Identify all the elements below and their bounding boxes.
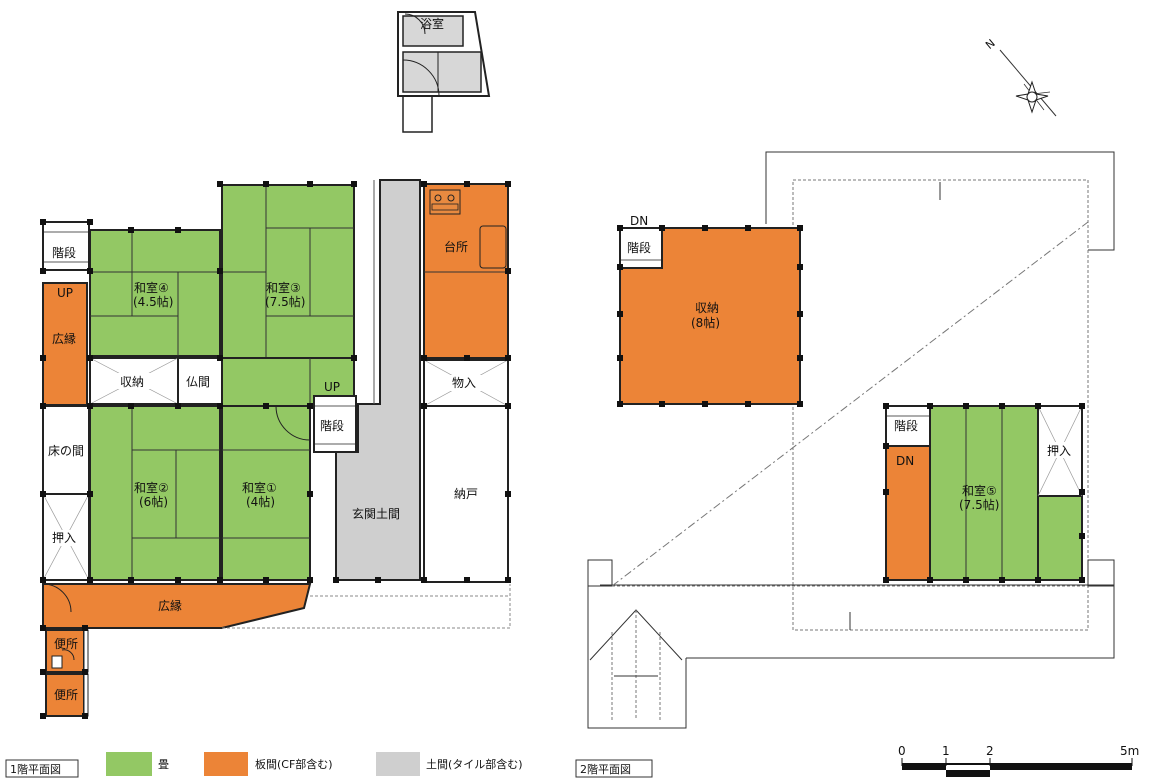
scale-tick-1: 1	[942, 744, 950, 758]
washitsu-5-area: 階段 DN 押入 和室⑤ (7.5帖)	[885, 405, 1083, 581]
up-label-left: UP	[57, 286, 73, 300]
oshiire-1f-label: 押入	[52, 531, 76, 545]
washitsu-3: 和室③ (7.5帖)	[221, 184, 355, 359]
washitsu-1-size: (4帖)	[246, 494, 275, 509]
kitchen-label: 台所	[444, 239, 468, 254]
washitsu-1: 和室① (4帖)	[221, 405, 311, 581]
scale-tick-2: 2	[986, 744, 994, 758]
north-compass-icon: N	[983, 37, 1057, 117]
closet-1f-label: 収納	[120, 375, 144, 389]
bath-label: 浴室	[420, 16, 444, 31]
bath-block: 浴室	[397, 11, 491, 133]
genkan-doma: 玄関土間	[335, 179, 421, 581]
stairs-2f-right-label: 階段	[894, 418, 918, 433]
dn-label-storage: DN	[630, 214, 648, 228]
storage-2f-name: 収納	[695, 301, 719, 315]
nando-label: 納戸	[454, 487, 478, 501]
butsuma-label: 仏間	[186, 375, 210, 389]
hiroen-bottom-label: 広縁	[158, 598, 182, 613]
legend-doma-label: 土間(タイル部含む)	[426, 757, 523, 771]
legend-tatami-label: 畳	[158, 758, 169, 771]
washitsu-4: 和室④ (4.5帖)	[89, 229, 221, 357]
scale-bar: 0 1 2 5m	[898, 744, 1139, 777]
legend-floor1-label: 1階平面図	[10, 762, 61, 776]
legend-wood-swatch	[204, 752, 248, 776]
legend: 1階平面図 畳 板間(CF部含む) 土間(タイル部含む) 2階平面図	[5, 752, 653, 778]
washitsu-4-size: (4.5帖)	[133, 294, 173, 309]
hiroen-bottom: 広縁	[42, 583, 312, 629]
washitsu-2: 和室② (6帖)	[89, 405, 221, 581]
stairs-center-label: 階段	[320, 418, 344, 433]
storage-2f: DN 階段 収納 (8帖)	[619, 214, 801, 405]
benjo-2-label: 便所	[54, 688, 78, 702]
stairs-2f-left-label: 階段	[627, 240, 651, 255]
up-label-center: UP	[324, 380, 340, 394]
legend-wood-label: 板間(CF部含む)	[255, 757, 333, 771]
washitsu-4-name: 和室④	[134, 280, 169, 295]
washitsu-3-name: 和室③	[266, 280, 301, 295]
monoire-1f-label: 物入	[452, 376, 476, 390]
scale-tick-5m: 5m	[1120, 744, 1139, 758]
genkan-label: 玄関土間	[352, 506, 400, 521]
stairs-1f-label: 階段	[52, 245, 76, 260]
compass-north-label: N	[983, 37, 998, 52]
kitchen: 台所	[423, 183, 509, 359]
posts-2f	[617, 225, 1085, 583]
oshiire-2f-label: 押入	[1047, 444, 1071, 458]
tokonoma-label: 床の間	[48, 444, 84, 458]
legend-tatami-swatch	[106, 752, 152, 776]
washitsu-3-size: (7.5帖)	[265, 294, 305, 309]
storage-2f-size: (8帖)	[691, 315, 720, 330]
washitsu-5-name: 和室⑤	[962, 483, 997, 498]
dn-label-washitsu5: DN	[896, 454, 914, 468]
posts-1f	[40, 181, 511, 719]
benjo-1-label: 便所	[54, 637, 78, 651]
washitsu-2-size: (6帖)	[139, 494, 168, 509]
washitsu-2-name: 和室②	[134, 480, 169, 495]
scale-tick-0: 0	[898, 744, 906, 758]
washitsu-5-size: (7.5帖)	[959, 497, 999, 512]
washitsu-1-name: 和室①	[242, 480, 277, 495]
legend-floor2-label: 2階平面図	[580, 762, 631, 776]
hiroen-left-label: 広縁	[52, 331, 76, 346]
toilets: 便所 便所	[45, 629, 89, 717]
legend-doma-swatch	[376, 752, 420, 776]
